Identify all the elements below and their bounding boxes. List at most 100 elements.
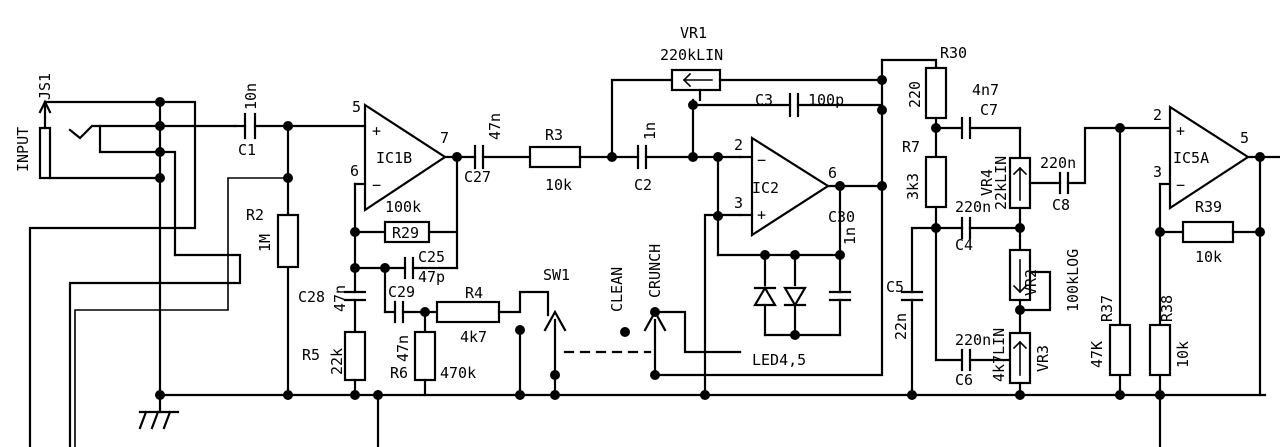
resistor-r4	[435, 300, 501, 324]
c4-value: 220n	[955, 198, 991, 216]
crunch-label: CRUNCH	[646, 244, 664, 298]
ic2-label: IC2	[752, 179, 779, 197]
sw1-label: SW1	[543, 266, 570, 284]
r38-value: 10k	[1174, 341, 1192, 368]
ic2-pin3: 3	[734, 194, 743, 212]
c6-label: C6	[955, 371, 973, 389]
c1-value: 10n	[242, 83, 260, 110]
resistor-r5	[343, 330, 367, 382]
resistor-r37	[1108, 323, 1132, 377]
ic2-pin2: 2	[734, 136, 743, 154]
c8-value: 220n	[1040, 154, 1076, 172]
r6-value: 470k	[440, 364, 476, 382]
vr1-value: 220kLIN	[660, 46, 723, 64]
c25-value: 47p	[418, 268, 445, 286]
vr4-label: VR4	[978, 169, 996, 196]
ic5a-minus: −	[1176, 176, 1185, 194]
vr2-label: VR2	[1022, 269, 1040, 296]
c30-label: C30	[828, 208, 855, 226]
input-jack-js1	[38, 99, 162, 180]
resistor-r3	[528, 145, 582, 169]
ic1b-pin7: 7	[440, 129, 449, 147]
vr3-value: 4k7LIN	[990, 328, 1008, 382]
r37-label: R37	[1098, 295, 1116, 322]
vr1-label: VR1	[680, 24, 707, 42]
ic1b-plus: +	[372, 122, 381, 140]
c5-value: 22n	[892, 313, 910, 340]
r4-label: R4	[465, 284, 483, 302]
resistor-r38	[1148, 323, 1172, 377]
r29-value: 100k	[385, 198, 421, 216]
r30-value: 220	[906, 81, 924, 108]
c6-value: 220n	[955, 331, 991, 349]
r3-label: R3	[545, 126, 563, 144]
r37-value: 47K	[1088, 341, 1106, 368]
c3-value: 100p	[808, 91, 844, 109]
input-label: INPUT	[14, 127, 32, 172]
opamp-ic1b	[363, 102, 448, 213]
led-diode-1	[753, 285, 777, 307]
ic1b-label: IC1B	[376, 149, 412, 167]
c25-label: C25	[418, 248, 445, 266]
r2-value: 1M	[256, 234, 274, 252]
c30-value: 1n	[841, 227, 859, 245]
r7-value: 3k3	[904, 173, 922, 200]
r2-label: R2	[246, 206, 264, 224]
led-label: LED4,5	[752, 351, 806, 369]
ic2-minus: −	[757, 151, 766, 169]
c28-label: C28	[298, 288, 325, 306]
r6-label: R6	[390, 364, 408, 382]
r5-label: R5	[302, 346, 320, 364]
c27-value: 47n	[486, 113, 504, 140]
c2-value: 1n	[641, 122, 659, 140]
c29-label: C29	[388, 283, 415, 301]
ic5a-pin2: 2	[1153, 106, 1162, 124]
switch-sw1	[543, 309, 652, 377]
c7-label: C7	[980, 101, 998, 119]
ic1b-pin5: 5	[352, 98, 361, 116]
r5-value: 22k	[328, 348, 346, 375]
opamp-ic2	[750, 136, 831, 238]
c28-value: 47n	[331, 285, 349, 312]
ic5a-label: IC5A	[1173, 149, 1209, 167]
r7-label: R7	[902, 138, 920, 156]
ic1b-minus: −	[372, 176, 381, 194]
opamp-ic5a	[1168, 104, 1251, 211]
r39-label: R39	[1195, 198, 1222, 216]
r4-value: 4k7	[460, 328, 487, 346]
c27-label: C27	[464, 168, 491, 186]
resistor-r7	[924, 155, 948, 209]
c29-value: 47n	[394, 335, 412, 362]
resistor-r30	[924, 66, 948, 120]
led-diode-2	[783, 286, 807, 308]
r29-label: R29	[392, 224, 419, 242]
resistor-r6	[413, 330, 437, 382]
c2-label: C2	[634, 176, 652, 194]
clean-label: CLEAN	[608, 267, 626, 312]
capacitor-c1	[233, 112, 367, 140]
r30-label: R30	[940, 44, 967, 62]
c7-value: 4n7	[972, 81, 999, 99]
c3-label: C3	[755, 91, 773, 109]
c5-label: C5	[886, 278, 904, 296]
c8-label: C8	[1052, 196, 1070, 214]
ground-symbol	[138, 393, 180, 430]
c1-label: C1	[238, 141, 256, 159]
ic2-pin6: 6	[828, 164, 837, 182]
js1-label: JS1	[36, 73, 54, 100]
r39-value: 10k	[1195, 248, 1222, 266]
ic2-plus: +	[757, 206, 766, 224]
resistor-r39	[1181, 220, 1235, 244]
resistor-r2	[276, 213, 300, 269]
ic1b-pin6: 6	[350, 162, 359, 180]
r3-value: 10k	[545, 176, 572, 194]
ic5a-pin3: 3	[1153, 163, 1162, 181]
vr4-value: 22kLIN	[992, 156, 1010, 210]
ic5a-pin5: 5	[1240, 129, 1249, 147]
ic5a-plus: +	[1176, 122, 1185, 140]
vr2-value: 100kLOG	[1064, 249, 1082, 312]
r38-label: R38	[1158, 295, 1176, 322]
c4-label: C4	[955, 236, 973, 254]
vr3-label: VR3	[1034, 345, 1052, 372]
